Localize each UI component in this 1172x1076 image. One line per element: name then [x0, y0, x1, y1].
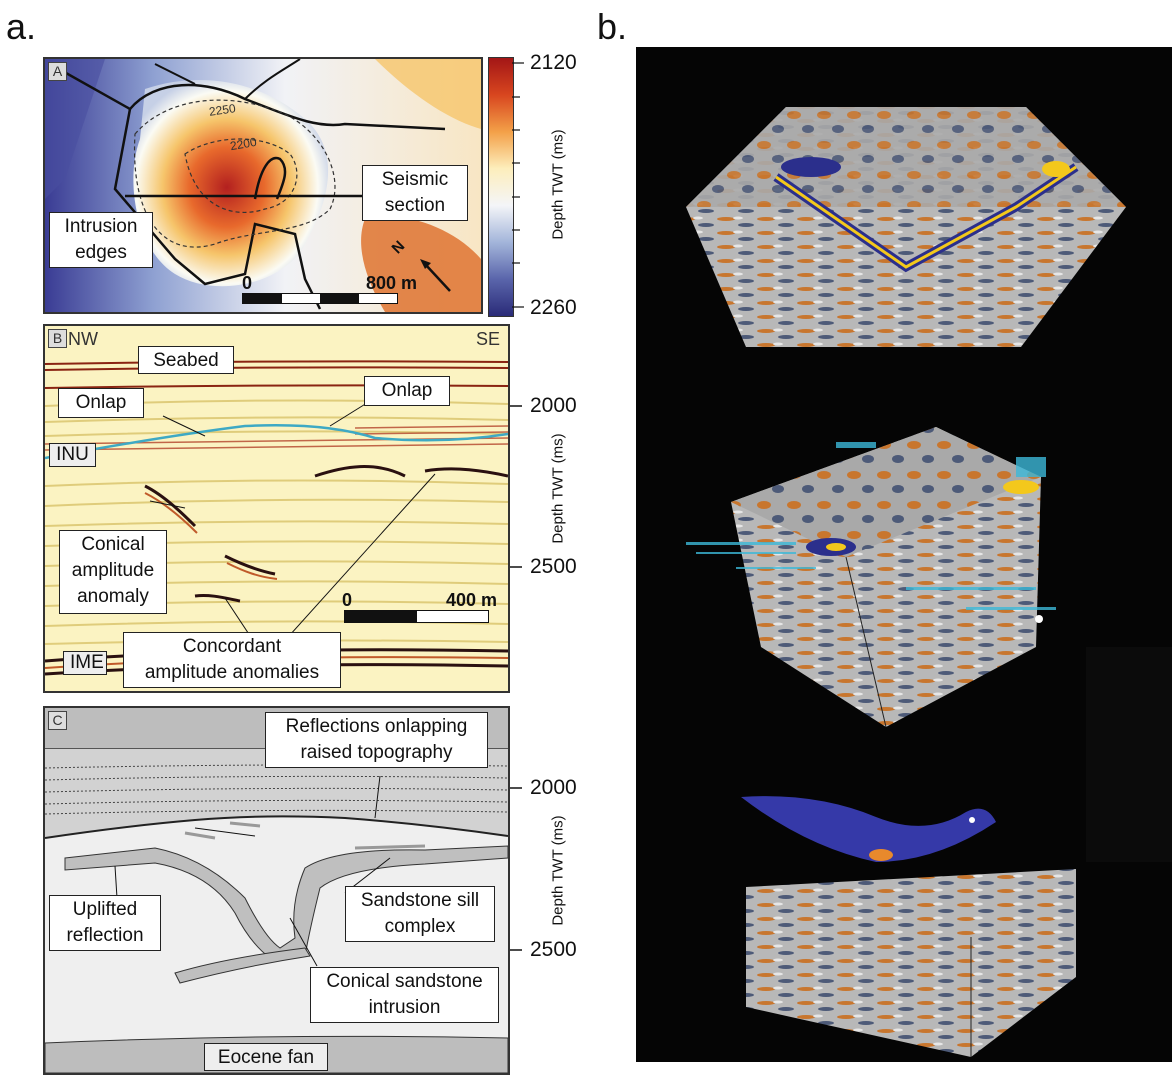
seismic-3d-blocks [686, 107, 1172, 1057]
callout-seismic-section: Seismic section [362, 165, 468, 221]
callout-ime: IME [63, 651, 107, 675]
panel-c-label: C [48, 711, 67, 730]
panel-b-tick-2000: 2000 [530, 394, 577, 417]
callout-uplifted-reflection: Uplifted reflection [49, 895, 161, 951]
callout-conical-sandstone: Conical sandstone intrusion [310, 967, 499, 1023]
figure-label-a: a. [6, 6, 37, 47]
scale-bar-end: 800 m [366, 273, 418, 293]
figure-label-b: b. [597, 6, 628, 47]
panel-b-3d-background [636, 47, 1172, 1062]
callout-intrusion-edges: Intrusion edges [49, 212, 153, 268]
scale-bar [242, 293, 398, 304]
panel-a-label: A [48, 62, 67, 81]
panel-c-axis-title: Depth TWT (ms) [549, 815, 567, 926]
callout-onlap-left: Onlap [58, 388, 144, 418]
callout-reflections-onlapping: Reflections onlapping raised topography [265, 712, 488, 768]
callout-inu: INU [49, 443, 96, 467]
colorbar-ticks [512, 62, 524, 308]
callout-concordant-anomalies: Concordant amplitude anomalies [123, 632, 341, 688]
panel-b-tick-2500: 2500 [530, 555, 577, 578]
colorbar [488, 57, 514, 317]
callout-onlap-right: Onlap [364, 376, 450, 406]
panel-c-tick-2000: 2000 [530, 776, 577, 799]
callout-seabed: Seabed [138, 346, 234, 374]
callout-eocene-fan: Eocene fan [204, 1043, 328, 1071]
section-scale-end: 400 m [446, 590, 498, 610]
depth-map-image [45, 59, 481, 312]
direction-nw: NW [68, 329, 98, 349]
panel-b-label: B [48, 329, 67, 348]
panel-b-axis-ticks [510, 405, 522, 568]
section-scale-start: 0 [342, 590, 353, 610]
callout-conical-anomaly: Conical amplitude anomaly [59, 530, 167, 614]
colorbar-title: Depth TWT (ms) [549, 129, 567, 240]
panel-b-axis-title: Depth TWT (ms) [549, 433, 567, 544]
colorbar-bottom-label: 2260 [530, 296, 577, 319]
section-scale-bar [344, 610, 489, 623]
colorbar-top-label: 2120 [530, 51, 577, 74]
direction-se: SE [475, 329, 500, 349]
panel-a-depth-map: A 2250 2200 N 0 800 m [43, 57, 483, 314]
panel-c-axis-ticks [510, 787, 522, 951]
scale-bar-start: 0 [242, 273, 253, 293]
callout-sandstone-sill: Sandstone sill complex [345, 886, 495, 942]
panel-c-tick-2500: 2500 [530, 938, 577, 961]
